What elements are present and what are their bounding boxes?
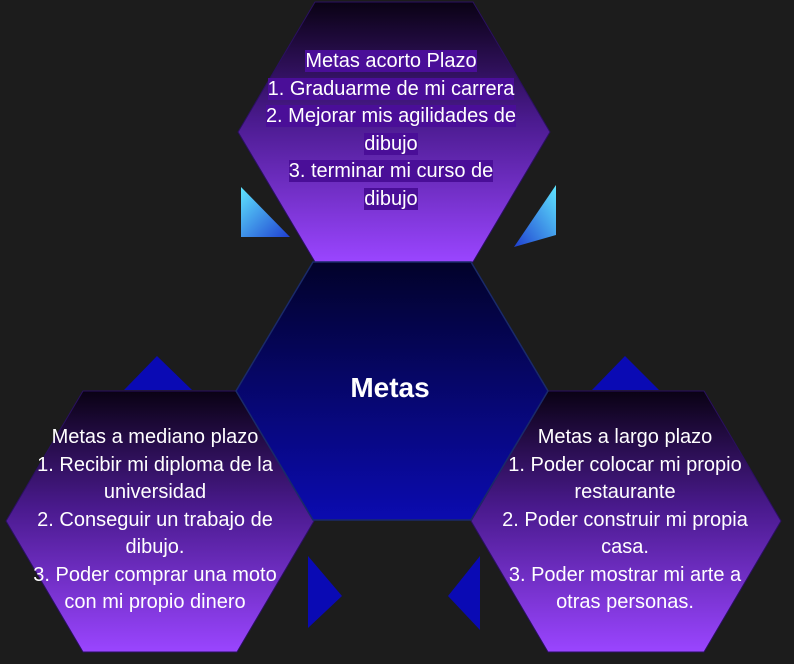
arrow-bottom-left <box>308 556 342 628</box>
long-term-line: restaurante <box>574 481 676 503</box>
medium-term-line: con mi propio dinero <box>64 591 246 613</box>
long-term-goals-text: Metas a largo plazo 1. Poder colocar mi … <box>470 424 780 617</box>
medium-term-line: dibujo. <box>125 536 185 558</box>
short-term-line: dibujo <box>364 187 418 210</box>
arrow-left-up <box>124 356 192 390</box>
long-term-line: 2. Poder construir mi propia <box>502 508 748 531</box>
long-term-line: 3. Poder mostrar mi arte a <box>508 563 742 586</box>
long-term-title: Metas a largo plazo <box>537 426 713 448</box>
medium-term-goals-text: Metas a mediano plazo 1. Recibir mi dipl… <box>2 424 308 617</box>
hexagon-center <box>235 261 549 521</box>
short-term-line: 3. terminar mi curso de <box>288 160 494 182</box>
short-term-line: 2. Mejorar mis agilidades de <box>265 105 517 127</box>
long-term-line: 1. Poder colocar mi propio <box>508 453 742 476</box>
medium-term-title: Metas a mediano plazo <box>51 426 259 448</box>
medium-term-line: universidad <box>103 481 207 503</box>
long-term-line: casa. <box>601 536 649 558</box>
short-term-title: Metas acorto Plazo <box>305 50 477 72</box>
arrow-bottom-right <box>448 556 480 630</box>
hexagon-long-term <box>470 390 782 653</box>
short-term-line: dibujo <box>364 132 418 155</box>
arrow-top-right <box>514 185 556 247</box>
center-title: Metas <box>350 372 430 403</box>
short-term-goals-text: Metas acorto Plazo 1. Graduarme de mi ca… <box>226 48 556 213</box>
medium-term-line: 2. Conseguir un trabajo de <box>37 508 273 531</box>
arrow-top-left <box>241 187 290 237</box>
medium-term-line: 1. Recibir mi diploma de la <box>37 453 273 476</box>
short-term-line: 1. Graduarme de mi carrera <box>267 77 515 100</box>
long-term-line: otras personas. <box>556 591 694 613</box>
arrow-right-up <box>592 356 659 390</box>
medium-term-line: 3. Poder comprar una moto <box>33 563 277 586</box>
